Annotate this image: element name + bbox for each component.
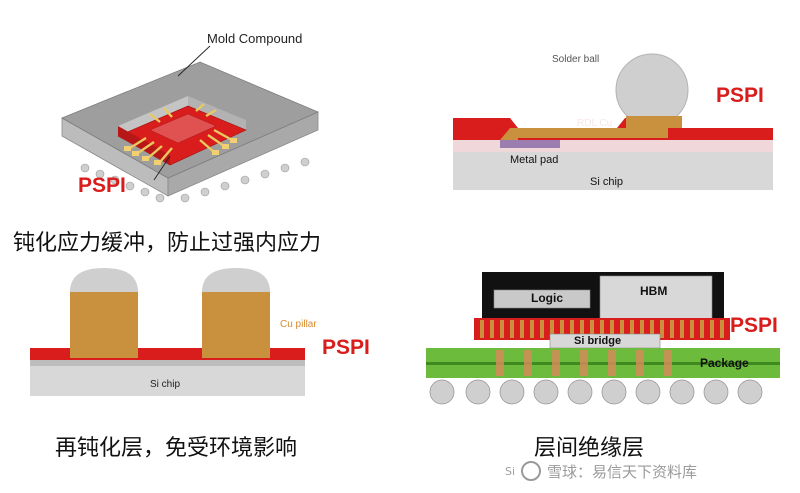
label-pspi-b: PSPI — [716, 84, 764, 107]
watermark-prefix: Si — [505, 464, 516, 478]
mold-package-illustration — [61, 45, 320, 203]
panel-mold-package: Mold Compound PSPI 钝化应力缓冲，防止过强内应力 — [0, 0, 400, 260]
label-solder-ball: Solder ball — [552, 54, 600, 65]
watermark: Si 雪球：易信天下资料库 — [505, 456, 697, 486]
label-pspi-c: PSPI — [322, 336, 370, 359]
solder-rdl-illustration — [453, 53, 773, 190]
caption-c: 再钝化层，免受环境影响 — [55, 436, 298, 461]
label-si-chip-b: Si chip — [590, 176, 624, 188]
label-si-chip-c: Si chip — [150, 379, 181, 390]
panel-solder-rdl: Solder ball RDL Cu Metal pad Si chip PSP… — [400, 0, 800, 260]
hbm-package-illustration — [426, 272, 780, 405]
label-hbm: HBM — [640, 284, 668, 298]
label-rdl-cu: RDL Cu — [577, 118, 613, 129]
label-package: Package — [700, 356, 749, 370]
caption-d: 层间绝缘层 — [534, 436, 645, 461]
cu-pillar-illustration — [30, 268, 305, 396]
label-cu-pillar: Cu pillar — [280, 319, 317, 330]
label-logic: Logic — [531, 291, 563, 305]
snowball-logo-icon — [521, 461, 542, 481]
label-pspi-a: PSPI — [78, 174, 126, 197]
panel-hbm-package: Logic HBM Si bridge Package PSPI 层间绝缘层 — [400, 260, 800, 493]
label-pspi-d: PSPI — [730, 314, 778, 337]
label-si-bridge: Si bridge — [574, 335, 622, 347]
caption-a: 钝化应力缓冲，防止过强内应力 — [13, 231, 322, 256]
panel-cu-pillar: Cu pillar Si chip PSPI 再钝化层，免受环境影响 — [0, 260, 400, 493]
label-mold-compound: Mold Compound — [207, 31, 303, 46]
label-metal-pad: Metal pad — [510, 154, 559, 166]
watermark-brand: 雪球：易信天下资料库 — [547, 462, 698, 481]
